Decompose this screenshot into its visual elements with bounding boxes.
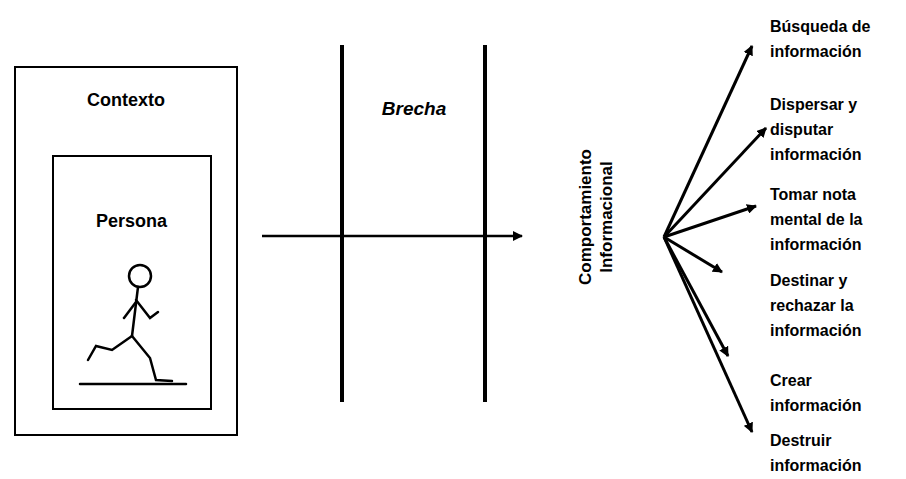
behaviour-label: Crear información <box>770 368 878 418</box>
figure-body <box>132 287 138 336</box>
fan-arrow <box>664 237 752 432</box>
gap-line <box>483 45 487 402</box>
context-box: ContextoPersona <box>14 66 238 436</box>
box-title: Persona <box>96 211 167 232</box>
axis-label: Comportamiento Informacional <box>575 137 617 297</box>
flow-arrow <box>262 235 522 238</box>
behaviour-label: Tomar nota mental de la información <box>770 182 878 257</box>
stick-figure <box>80 265 186 384</box>
fan-arrows <box>664 46 766 432</box>
fan-arrow <box>664 128 766 237</box>
fan-arrow <box>664 46 752 237</box>
gap-label: Brecha <box>352 96 476 121</box>
behaviour-label: Dispersar y disputar información <box>770 92 878 167</box>
behaviour-label: Destruir información <box>770 428 878 478</box>
behaviour-label: Destinar y rechazar la información <box>770 268 878 343</box>
fan-arrow <box>664 206 756 237</box>
box-title: Contexto <box>87 90 165 111</box>
figure-leg <box>88 336 132 360</box>
figure-leg <box>132 336 172 381</box>
figure-arm <box>136 300 158 318</box>
behaviour-label: Búsqueda de información <box>770 14 878 64</box>
figure-head <box>129 265 151 287</box>
figure-arm <box>124 302 136 318</box>
ground-line <box>80 383 186 386</box>
gap-line <box>340 45 344 402</box>
person-box: Persona <box>52 155 212 410</box>
